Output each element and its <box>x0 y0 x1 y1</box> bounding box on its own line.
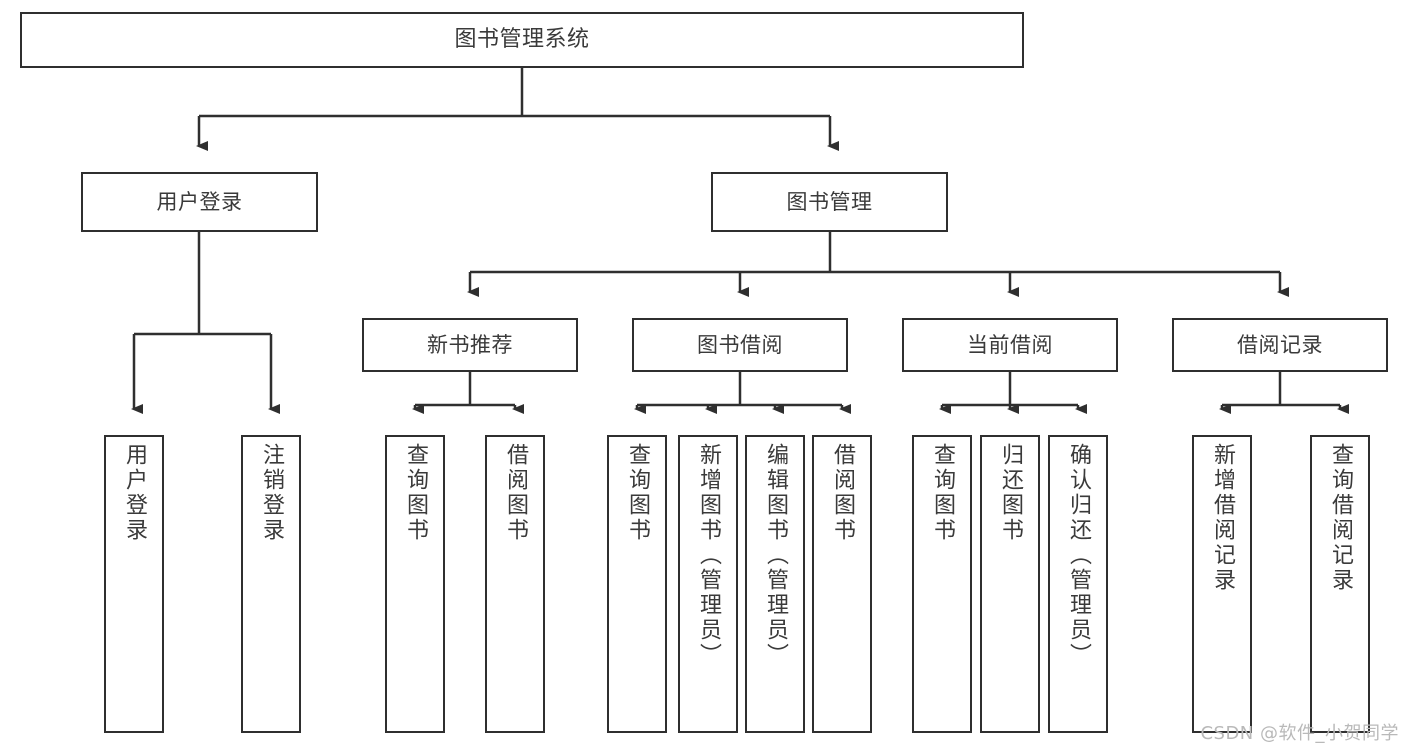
node-label: 借阅记录 <box>1237 332 1323 357</box>
node-label: 查询借阅记录 <box>1328 443 1353 593</box>
node-label: 归还图书 <box>998 443 1023 543</box>
leaf-query-borrow-record[interactable]: 查询借阅记录 <box>1310 435 1370 733</box>
node-label: 查询图书 <box>930 443 955 543</box>
leaf-query-books-recommend[interactable]: 查询图书 <box>385 435 445 733</box>
leaf-add-borrow-record[interactable]: 新增借阅记录 <box>1192 435 1252 733</box>
node-label: 查询图书 <box>403 443 428 543</box>
node-label: 借阅图书 <box>830 443 855 543</box>
node-label: 新增借阅记录 <box>1210 443 1235 593</box>
node-book-borrow[interactable]: 图书借阅 <box>632 318 848 372</box>
node-new-book-recommend[interactable]: 新书推荐 <box>362 318 578 372</box>
leaf-add-book-admin[interactable]: 新增图书（管理员） <box>678 435 738 733</box>
node-book-management[interactable]: 图书管理 <box>711 172 948 232</box>
leaf-confirm-return-admin[interactable]: 确认归还（管理员） <box>1048 435 1108 733</box>
node-label: 图书借阅 <box>697 332 783 357</box>
leaf-borrow-books-recommend[interactable]: 借阅图书 <box>485 435 545 733</box>
node-label: 编辑图书（管理员） <box>763 443 788 668</box>
node-label: 新增图书（管理员） <box>696 443 721 668</box>
node-label: 用户登录 <box>156 189 243 214</box>
leaf-return-books[interactable]: 归还图书 <box>980 435 1040 733</box>
node-label: 用户登录 <box>122 443 147 543</box>
node-label: 查询图书 <box>625 443 650 543</box>
node-label: 图书管理系统 <box>454 27 590 53</box>
leaf-query-books-current[interactable]: 查询图书 <box>912 435 972 733</box>
csdn-watermark: CSDN @软件_小贺同学 <box>1200 723 1399 744</box>
node-label: 当前借阅 <box>967 332 1053 357</box>
node-label: 图书管理 <box>786 189 873 214</box>
node-label: 新书推荐 <box>427 332 513 357</box>
node-label: 借阅图书 <box>503 443 528 543</box>
node-user-login[interactable]: 用户登录 <box>81 172 318 232</box>
leaf-edit-book-admin[interactable]: 编辑图书（管理员） <box>745 435 805 733</box>
leaf-borrow-books[interactable]: 借阅图书 <box>812 435 872 733</box>
leaf-query-books-borrow[interactable]: 查询图书 <box>607 435 667 733</box>
leaf-user-login[interactable]: 用户登录 <box>104 435 164 733</box>
node-label: 注销登录 <box>259 443 284 543</box>
leaf-logout[interactable]: 注销登录 <box>241 435 301 733</box>
node-current-borrow[interactable]: 当前借阅 <box>902 318 1118 372</box>
node-root-system[interactable]: 图书管理系统 <box>20 12 1024 68</box>
node-label: 确认归还（管理员） <box>1066 443 1091 668</box>
node-borrow-records[interactable]: 借阅记录 <box>1172 318 1388 372</box>
